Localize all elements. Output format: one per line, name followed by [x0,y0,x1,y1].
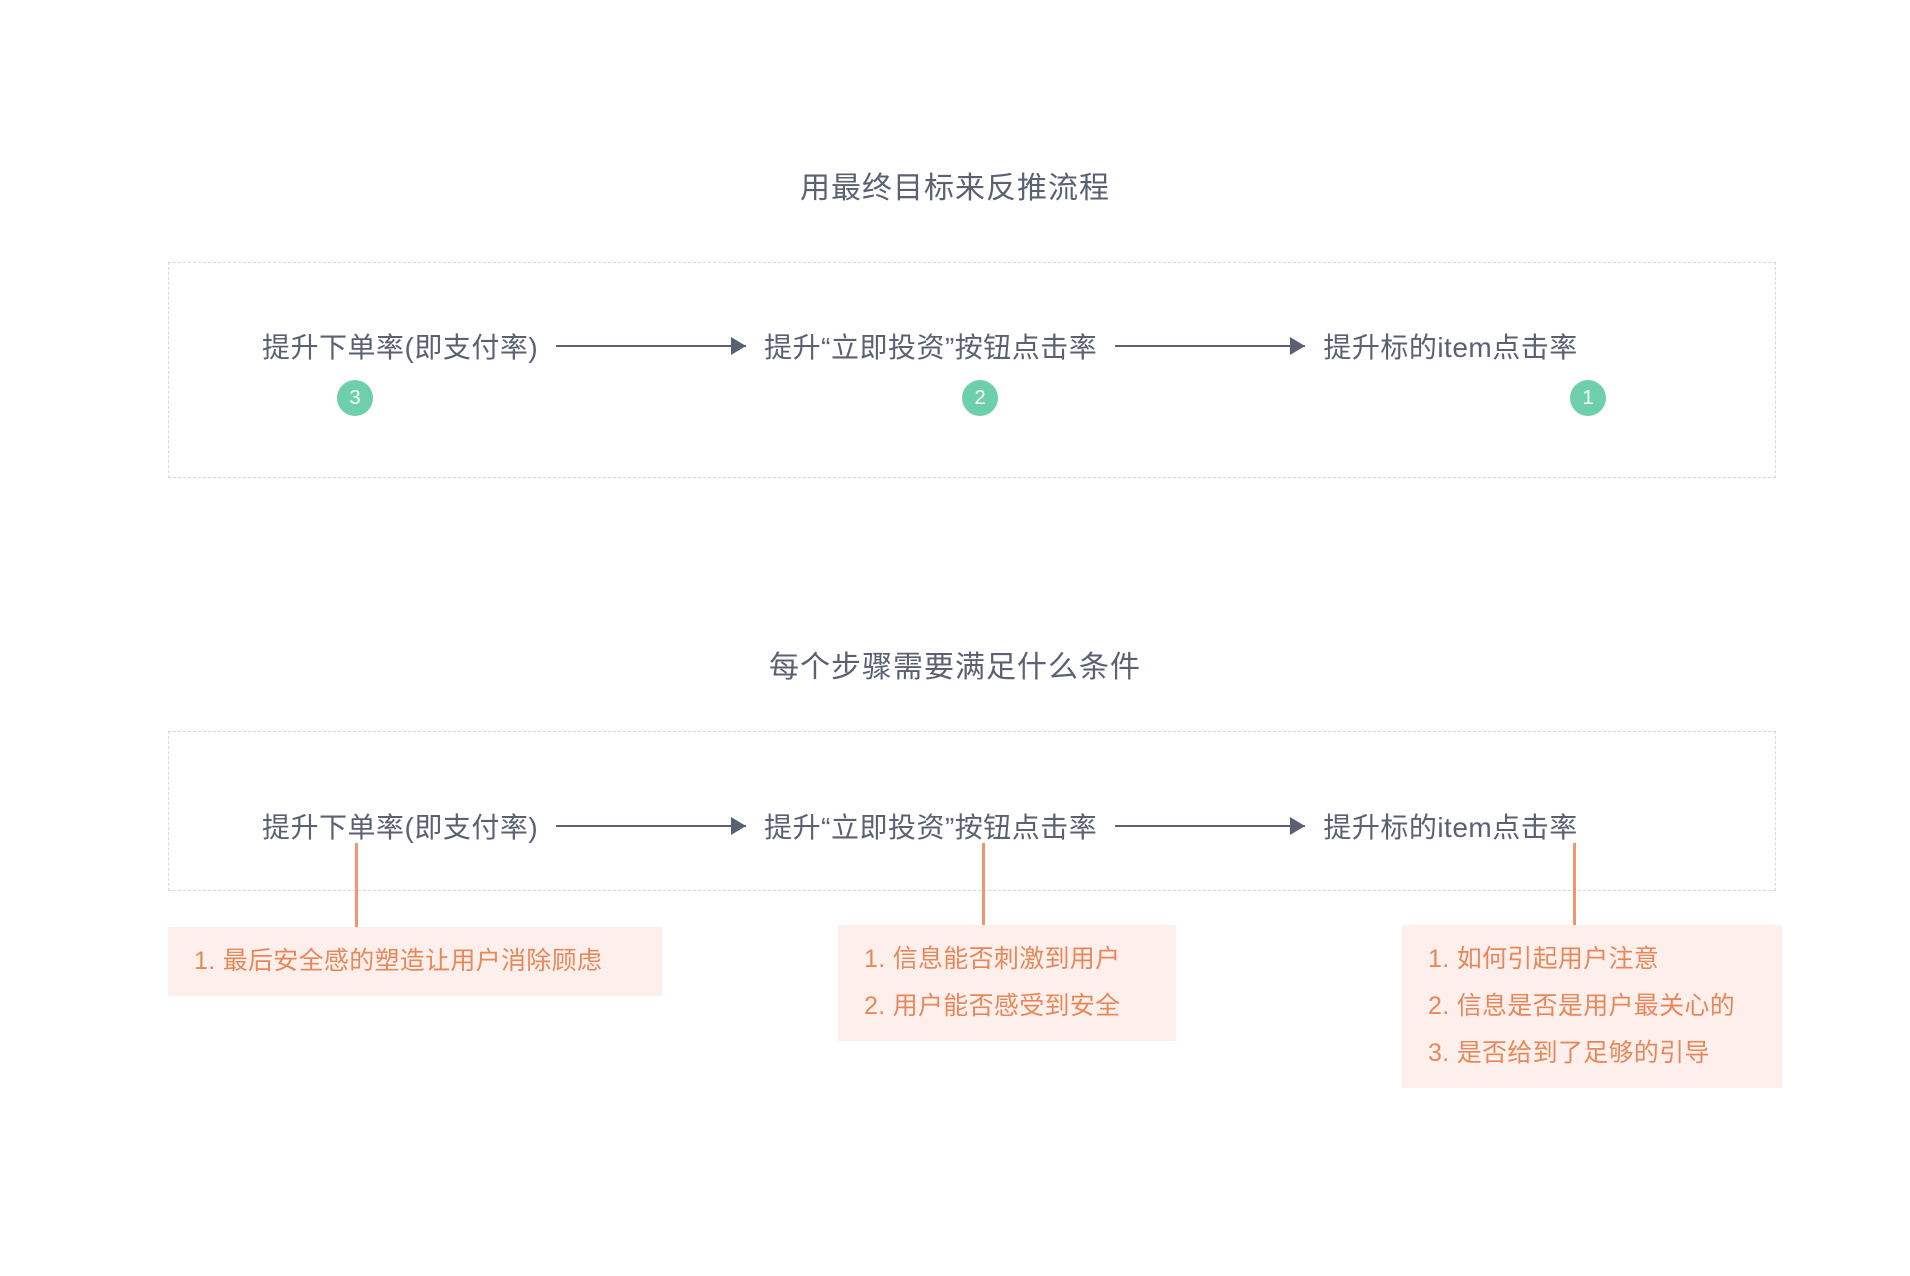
flow-row-conditions: 提升下单率(即支付率) 提升“立即投资”按钮点击率 提升标的item点击率 [262,806,1578,846]
condition-box-3: 1. 如何引起用户注意 2. 信息是否是用户最关心的 3. 是否给到了足够的引导 [1402,925,1782,1088]
condition-item: 3. 是否给到了足够的引导 [1428,1039,1710,1067]
condition-item: 2. 信息是否是用户最关心的 [1428,992,1735,1020]
arrow-right-icon [1115,816,1306,836]
flow-container-goal [168,262,1776,478]
vertical-connector-icon-3 [1573,843,1576,928]
cond-flow-node-label-1: 提升下单率(即支付率) [262,812,539,843]
flow-container-conditions [168,731,1776,891]
arrow-shaft [556,824,747,828]
vertical-connector-icon-1 [355,843,358,928]
arrow-head [731,817,747,835]
numbered-badge-icon-step2: 2 [962,380,998,416]
flow-node-label-2: 提升“立即投资”按钮点击率 [764,332,1098,363]
flow-node-label-1: 提升下单率(即支付率) [262,332,539,363]
condition-box-1: 1. 最后安全感的塑造让用户消除顾虑 [168,927,662,996]
cond-flow-node-label-2: 提升“立即投资”按钮点击率 [764,812,1098,843]
arrow-shaft [1115,824,1306,828]
arrow-right-icon [556,336,747,356]
condition-item: 1. 信息能否刺激到用户 [864,945,1121,973]
vertical-connector-icon-2 [982,843,985,928]
arrow-shaft [556,344,747,348]
condition-item: 1. 如何引起用户注意 [1428,945,1660,973]
condition-box-2: 1. 信息能否刺激到用户 2. 用户能否感受到安全 [838,925,1176,1041]
flow-row-goal: 提升下单率(即支付率) 提升“立即投资”按钮点击率 提升标的item点击率 [262,326,1578,366]
arrow-head [1290,817,1306,835]
condition-item: 2. 用户能否感受到安全 [864,992,1121,1020]
condition-item: 1. 最后安全感的塑造让用户消除顾虑 [194,947,603,975]
arrow-head [731,337,747,355]
arrow-head [1290,337,1306,355]
numbered-badge-icon-step1: 1 [1570,380,1606,416]
arrow-right-icon [556,816,747,836]
cond-flow-node-label-3: 提升标的item点击率 [1323,812,1578,843]
section-title-goal-flow: 用最终目标来反推流程 [800,172,1110,205]
arrow-shaft [1115,344,1306,348]
section-title-conditions: 每个步骤需要满足什么条件 [769,651,1141,684]
numbered-badge-icon-step3: 3 [337,380,373,416]
arrow-right-icon [1115,336,1306,356]
flow-node-label-3: 提升标的item点击率 [1323,332,1578,363]
